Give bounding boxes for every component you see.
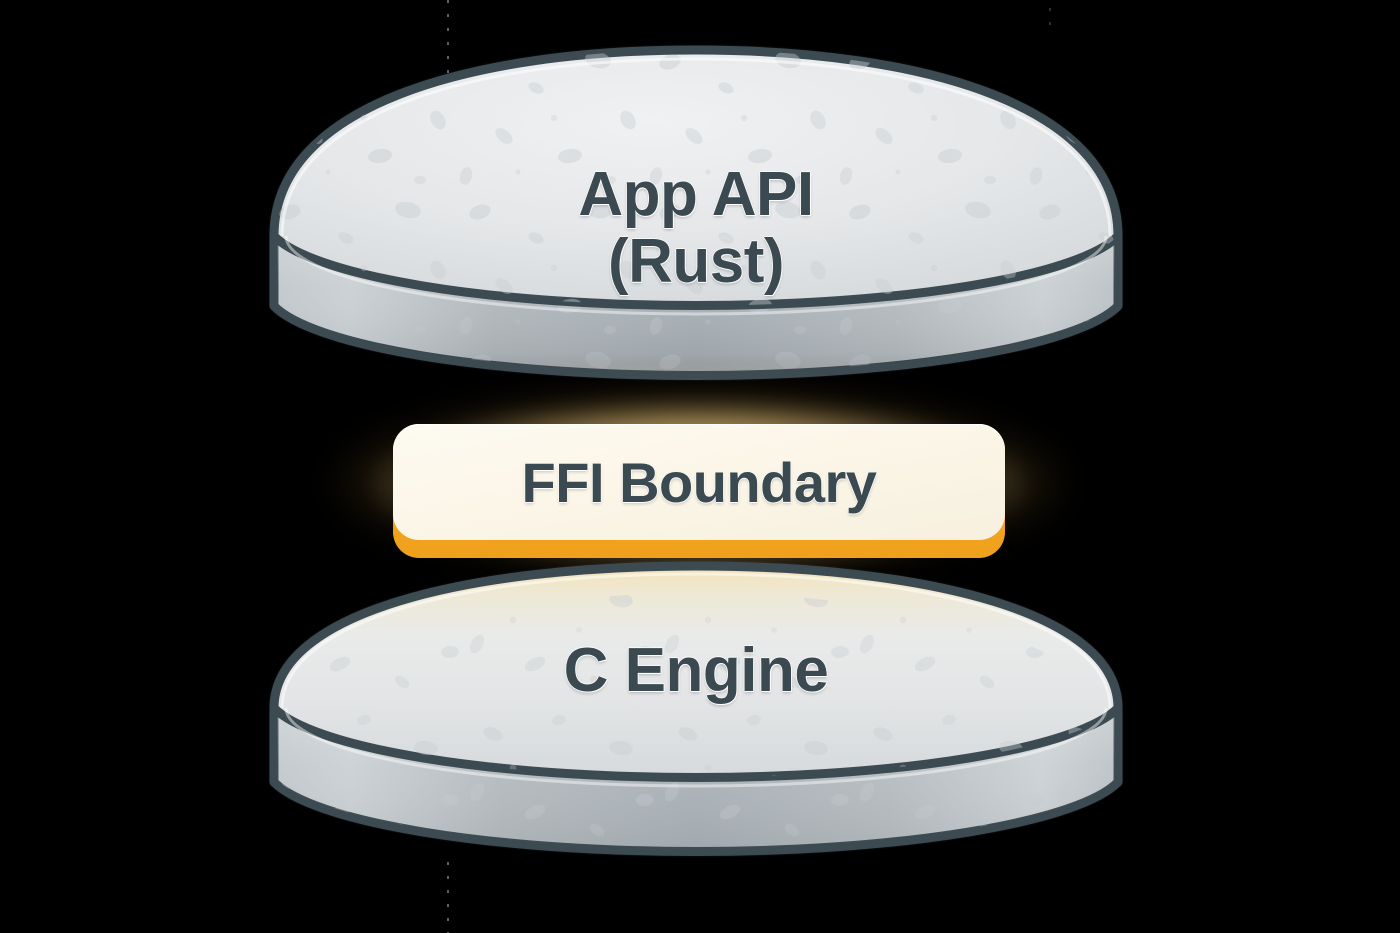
layer-app-api-disk[interactable]: App API (Rust) xyxy=(268,44,1124,392)
layer-c-engine-disk[interactable]: C Engine xyxy=(268,560,1124,890)
ffi-boundary-label: FFI Boundary xyxy=(521,450,877,514)
guide-line-right-icon xyxy=(1049,8,1051,34)
ffi-boundary-card[interactable]: FFI Boundary xyxy=(393,424,1005,540)
ffi-boundary-badge[interactable]: FFI Boundary xyxy=(393,424,1005,558)
